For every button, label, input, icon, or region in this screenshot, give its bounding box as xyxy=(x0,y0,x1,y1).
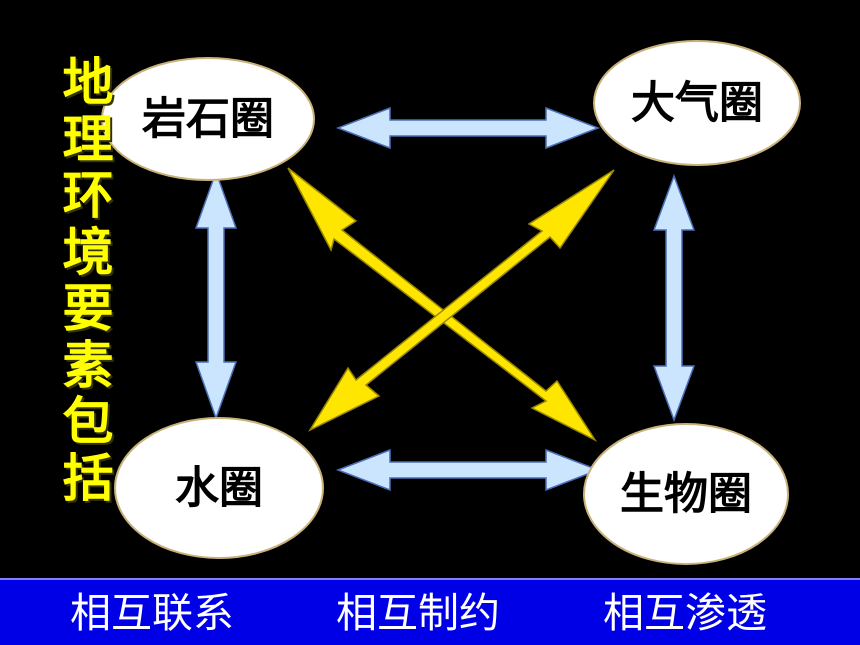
arrow-hydrosphere-biosphere xyxy=(335,448,601,492)
node-lithosphere-label: 岩石圈 xyxy=(142,94,274,145)
node-hydrosphere-label: 水圈 xyxy=(175,463,263,514)
vertical-title-char: 要 xyxy=(62,280,114,339)
vertical-title-char: 素 xyxy=(62,336,114,396)
node-atmosphere-label: 大气圈 xyxy=(631,78,763,129)
vertical-title-char: 理 xyxy=(62,110,114,170)
vertical-title: 地理环境要素包括 xyxy=(58,54,118,509)
arrow-lithosphere-atmosphere xyxy=(335,106,601,150)
node-biosphere-label: 生物圈 xyxy=(620,469,752,520)
node-hydrosphere: 水圈 xyxy=(114,417,324,559)
arrow-lithosphere-biosphere xyxy=(287,167,598,442)
footer-bar: 相互联系 相互制约 相互渗透 xyxy=(0,578,860,645)
footer-item-permeation: 相互渗透 xyxy=(603,589,767,637)
vertical-title-char: 地 xyxy=(62,54,114,113)
node-biosphere: 生物圈 xyxy=(583,423,789,565)
spheres-relationship-diagram: 岩石圈 大气圈 水圈 生物圈 xyxy=(101,40,801,565)
arrow-atmosphere-biosphere xyxy=(652,173,696,423)
vertical-title-char: 环 xyxy=(62,167,114,226)
arrow-lithosphere-hydrosphere xyxy=(194,169,238,421)
vertical-title-char: 境 xyxy=(62,223,114,283)
footer-item-connection: 相互联系 xyxy=(70,589,234,637)
node-atmosphere: 大气圈 xyxy=(593,40,801,166)
vertical-title-char: 包 xyxy=(62,393,114,452)
footer-item-restriction: 相互制约 xyxy=(336,589,500,637)
vertical-title-char: 括 xyxy=(62,449,114,509)
arrow-atmosphere-hydrosphere xyxy=(308,169,615,432)
node-lithosphere: 岩石圈 xyxy=(101,57,315,181)
